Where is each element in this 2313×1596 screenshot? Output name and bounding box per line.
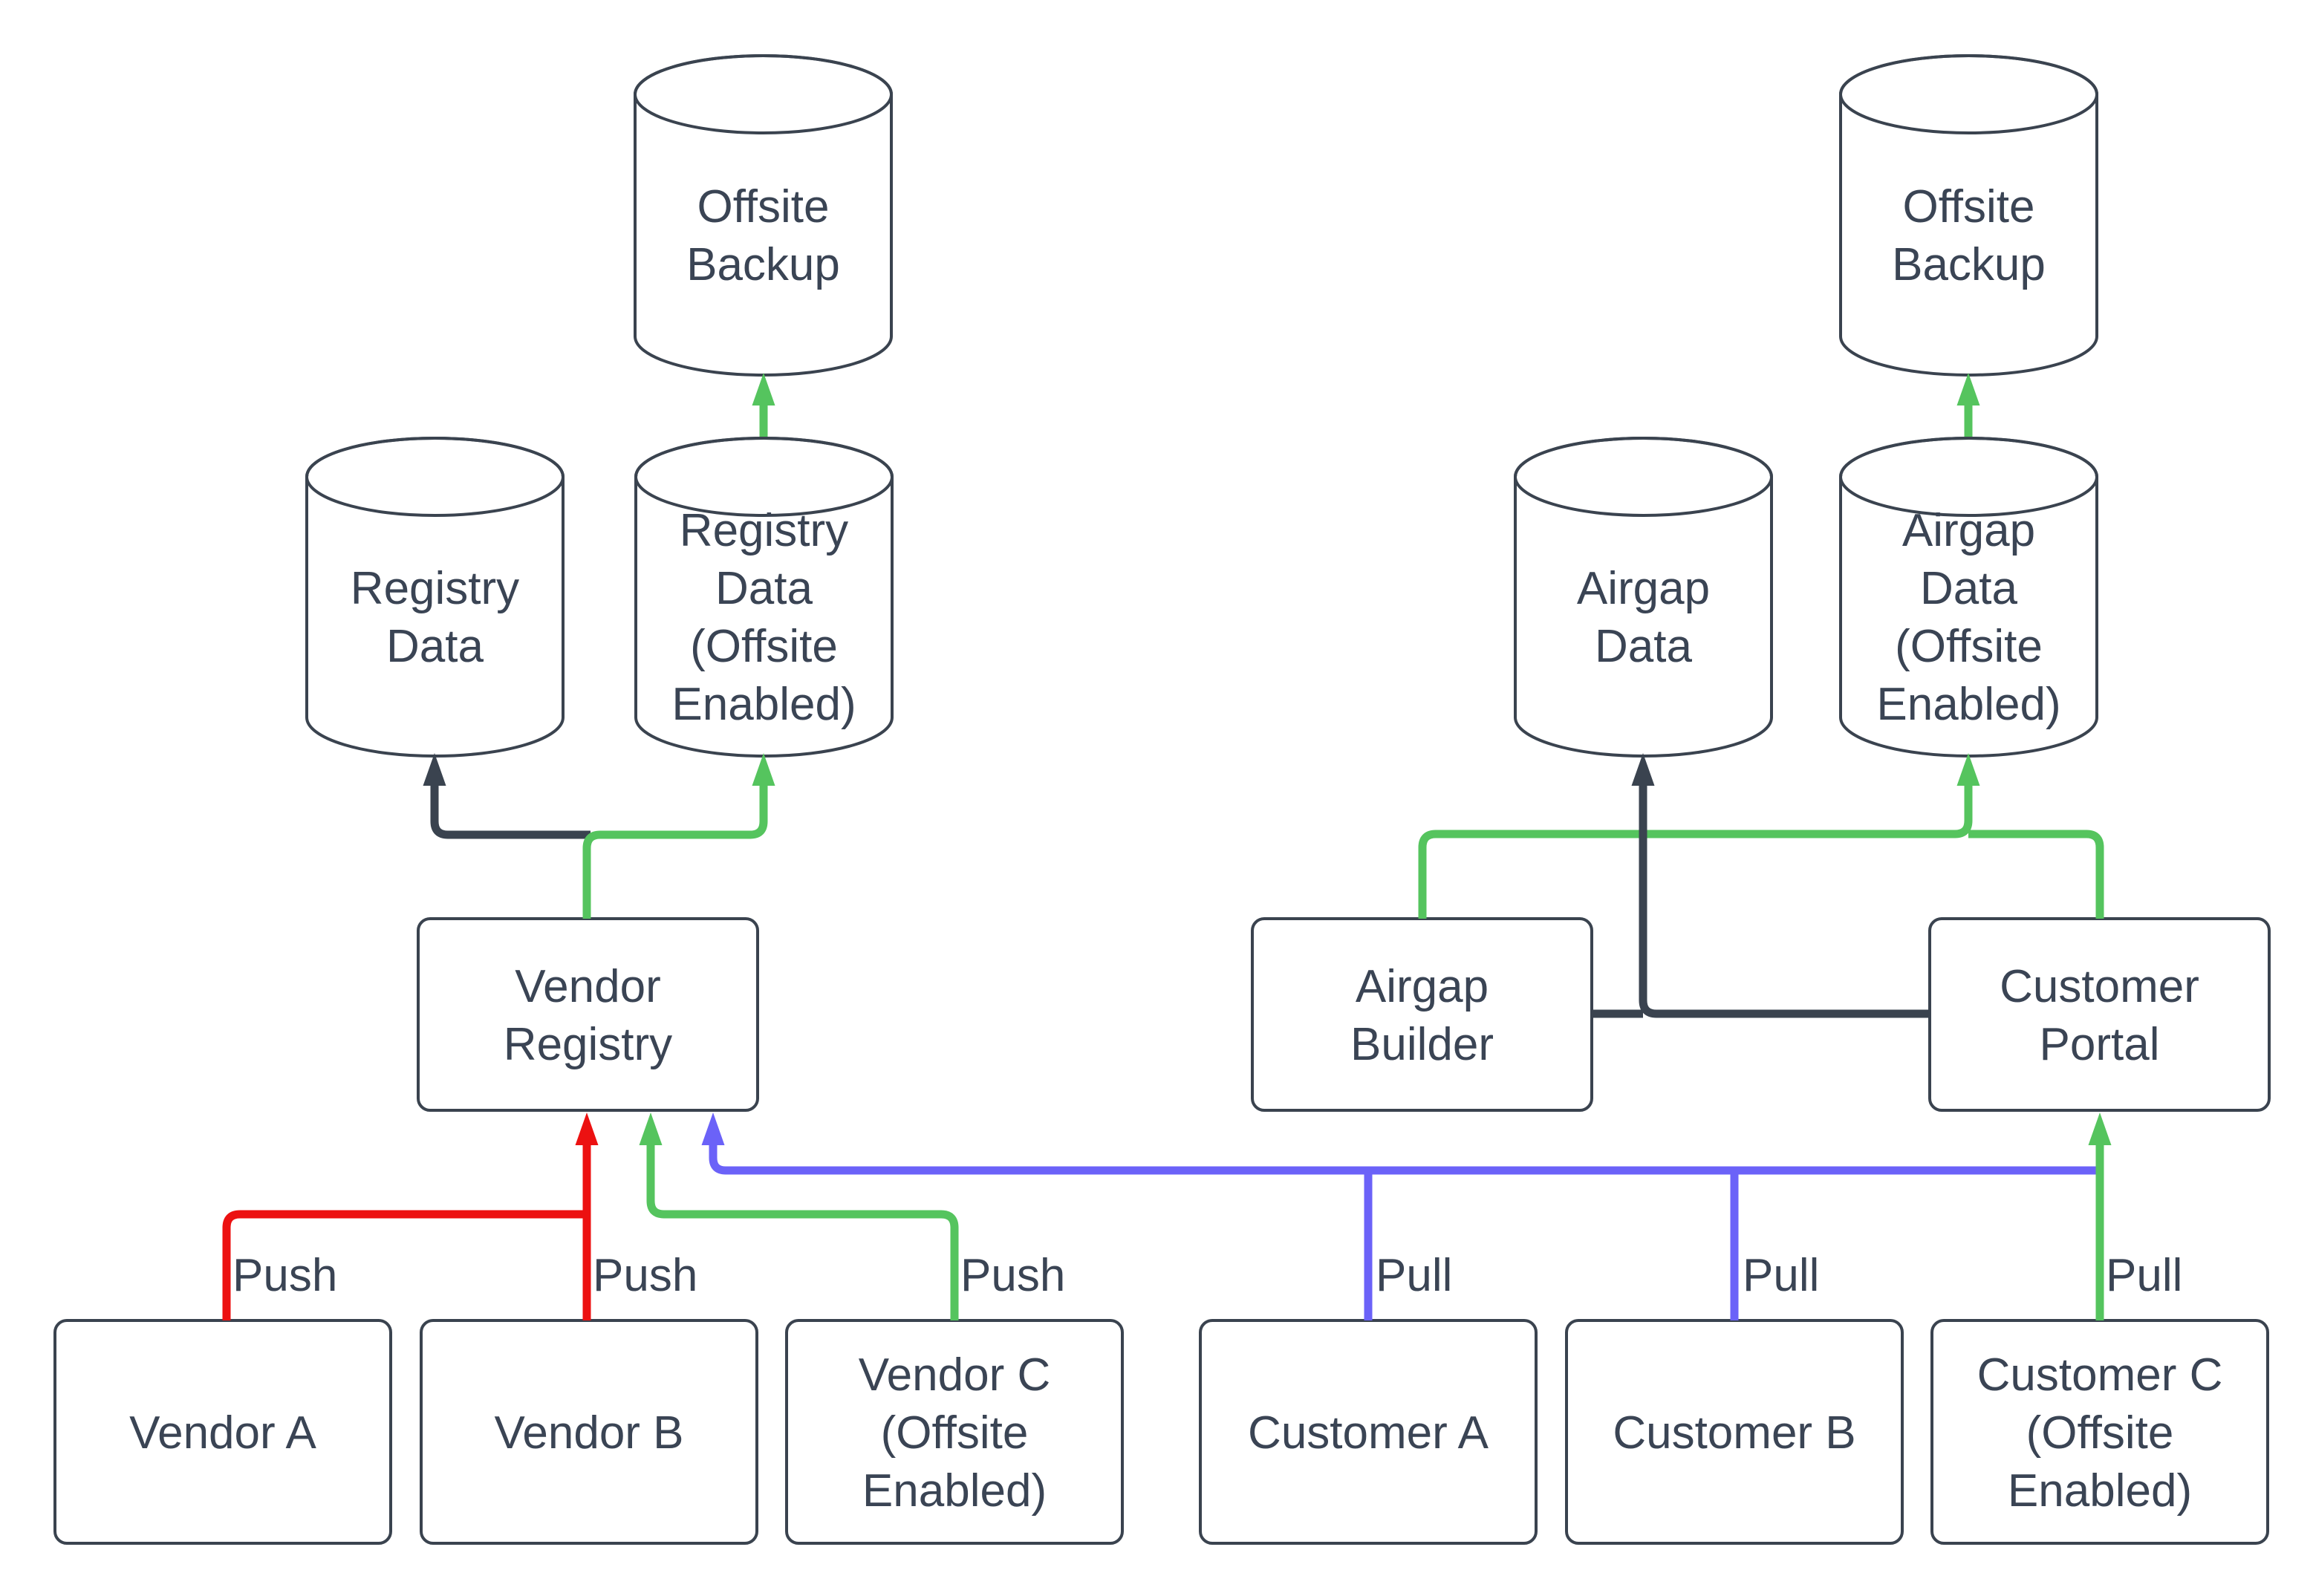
edge-registry-to-registry-data-line: [430, 786, 591, 839]
customer-b: Customer B: [1565, 1319, 1904, 1545]
registry-data-label-line-0: Registry: [351, 563, 519, 614]
edge-registry-to-registry-data-arrowhead: [423, 753, 446, 786]
edge-vendor-b-push: [575, 1113, 599, 1320]
airgap-data-offsite-top-rim: [1839, 437, 2098, 517]
airgap-builder-shape: [1251, 917, 1593, 1112]
customer-c-label-line-1: (Offsite: [2026, 1407, 2174, 1459]
edge-offsite-to-backup-left: [752, 373, 775, 437]
offsite-backup-left-label-line-1: Backup: [686, 239, 840, 290]
customer-c-label-line-0: Customer C: [1977, 1349, 2223, 1401]
edge-registry-to-registry-data: [423, 753, 591, 839]
edge-portal-to-offsite-data: [1968, 830, 2104, 919]
airgap-builder-label-line-1: Builder: [1350, 1019, 1494, 1070]
vendor-c-label-line-0: Vendor C: [859, 1349, 1051, 1401]
customer-b-label-line-0: Customer B: [1613, 1407, 1855, 1459]
pull-customer-b-label: Pull: [1743, 1250, 1819, 1301]
airgap-data-offsite-label-line-1: Data: [1920, 563, 2017, 614]
registry-data-offsite-label-line-1: Data: [715, 563, 813, 614]
push-vendor-c-label: Push: [960, 1250, 1065, 1301]
edge-vendor-c-push: [639, 1113, 959, 1320]
edge-offsite-to-backup-right: [1956, 373, 1980, 437]
vendor-c-label-line-2: Enabled): [862, 1465, 1047, 1517]
edge-builder-to-offsite-data: [1418, 753, 1980, 919]
airgap-data-offsite-label-line-3: Enabled): [1876, 679, 2060, 730]
registry-data-offsite-label-line-3: Enabled): [671, 679, 856, 730]
offsite-backup-left-top-rim: [634, 54, 893, 134]
edge-customer-c-pull: [2088, 1113, 2112, 1320]
offsite-backup-right-top-rim: [1839, 54, 2098, 134]
customer-a: Customer A: [1199, 1319, 1538, 1545]
edge-vendor-b-push-arrowhead: [575, 1113, 599, 1145]
registry-data-offsite-label-line-2: (Offsite: [690, 621, 838, 672]
edge-registry-to-offsite-data: [582, 753, 775, 919]
edge-customer-c-pull-arrowhead: [2088, 1113, 2112, 1145]
edge-offsite-to-backup-left-arrowhead: [752, 373, 775, 405]
registry-data-offsite-top-rim: [634, 437, 894, 517]
customer-portal-shape: [1928, 917, 2271, 1112]
vendor-b-label-line-0: Vendor B: [494, 1407, 683, 1459]
offsite-backup-right-label-line-1: Backup: [1892, 239, 2046, 290]
edge-portal-to-offsite-data-line: [1968, 830, 2104, 919]
customer-portal-label-line-0: Customer: [2000, 961, 2199, 1012]
edge-portal-to-airgap-data-arrowhead: [1631, 753, 1655, 786]
airgap-data-offsite-label-line-2: (Offsite: [1895, 621, 2043, 672]
edge-pull-to-vendor-registry-arrowhead: [701, 1113, 725, 1145]
edge-builder-to-offsite-data-arrowhead: [1956, 753, 1980, 786]
vendor-b: Vendor B: [420, 1319, 758, 1545]
vendor-registry-label-line-0: Vendor: [515, 961, 661, 1012]
airgap-data-top-rim: [1514, 437, 1773, 517]
vendor-registry-shape: [417, 917, 759, 1112]
edge-portal-to-airgap-data-line: [1639, 786, 1930, 1018]
offsite-backup-left-label-line-0: Offsite: [697, 181, 829, 232]
push-vendor-b-label: Push: [593, 1250, 697, 1301]
airgap-builder-label-line-0: Airgap: [1356, 961, 1489, 1012]
airgap-data-label-line-0: Airgap: [1577, 563, 1710, 614]
edge-registry-to-offsite-data-arrowhead: [752, 753, 775, 786]
registry-data-offsite-label-line-0: Registry: [680, 505, 848, 556]
edge-portal-to-airgap-data: [1631, 753, 1930, 1018]
customer-a-label-line-0: Customer A: [1248, 1407, 1489, 1459]
registry-data-label-line-1: Data: [386, 621, 484, 672]
edge-registry-to-offsite-data-line: [582, 786, 768, 919]
pull-customer-a-label: Pull: [1376, 1250, 1452, 1301]
edge-offsite-to-backup-right-arrowhead: [1956, 373, 1980, 405]
registry-data-top-rim: [305, 437, 565, 517]
airgap-data-offsite-label-line-0: Airgap: [1902, 505, 2035, 556]
edge-vendor-c-push-line: [646, 1145, 959, 1320]
offsite-backup-right-label-line-0: Offsite: [1902, 181, 2034, 232]
push-vendor-a-label: Push: [232, 1250, 337, 1301]
edge-pull-to-vendor-registry-line: [709, 1145, 2100, 1175]
customer-portal-label-line-1: Portal: [2040, 1019, 2160, 1070]
vendor-registry-label-line-1: Registry: [504, 1019, 672, 1070]
vendor-a: Vendor A: [53, 1319, 392, 1545]
airgap-data-label-line-1: Data: [1595, 621, 1692, 672]
customer-c-label-line-2: Enabled): [2008, 1465, 2192, 1517]
edge-builder-to-offsite-data-line: [1418, 786, 1973, 919]
vendor-a-label-line-0: Vendor A: [129, 1407, 316, 1459]
edge-vendor-c-push-arrowhead: [639, 1113, 663, 1145]
pull-customer-c-label: Pull: [2106, 1250, 2182, 1301]
vendor-c-label-line-1: (Offsite: [881, 1407, 1029, 1459]
edge-pull-to-vendor-registry: [701, 1113, 2100, 1175]
edge-vendor-a-push-line: [222, 1210, 587, 1320]
edge-vendor-a-push: [222, 1210, 587, 1320]
